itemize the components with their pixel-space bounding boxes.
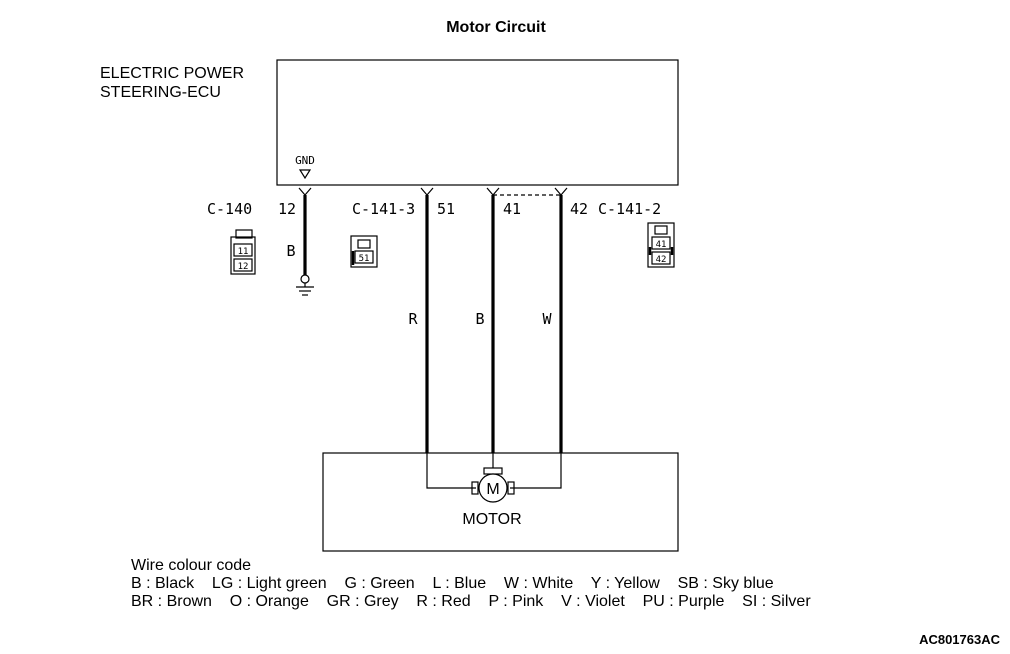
c140-pin-12: 12: [238, 262, 249, 272]
ground-symbol-icon: [296, 274, 314, 296]
wire-ground-colour-label: B: [286, 242, 295, 260]
motor-block: M MOTOR: [322, 452, 679, 552]
wire-51-colour-label: R: [408, 310, 418, 328]
connector-c140-icon: 11 12: [230, 229, 256, 275]
connector-c141-2-label: C-141-2: [598, 200, 661, 218]
connector-c140-label: C-140: [207, 200, 252, 218]
connector-c141-3-label: C-141-3: [352, 200, 415, 218]
motor-right-terminal: [507, 481, 515, 495]
pin-42-label: 42: [570, 200, 588, 218]
diagram-title: Motor Circuit: [446, 19, 546, 36]
legend-heading: Wire colour code: [131, 557, 251, 574]
wire-42-colour-label: W: [542, 310, 552, 328]
connector-c141-3-icon: 51: [350, 235, 378, 268]
motor-icon: [478, 473, 508, 503]
ecu-label-line2: STEERING-ECU: [100, 84, 221, 101]
c141-2-pin-41: 41: [656, 240, 667, 250]
wire-41-colour-label: B: [475, 310, 484, 328]
motor-lead-right: [510, 453, 562, 489]
ecu-label-line1: ELECTRIC POWER: [100, 65, 244, 82]
gnd-arrow-icon: [298, 169, 312, 180]
pin-51-label: 51: [437, 200, 455, 218]
motor-box: [322, 452, 679, 552]
pin-41-terminal-icon: [486, 187, 500, 196]
pin-41-label: 41: [503, 200, 521, 218]
pin-51-terminal-icon: [420, 187, 434, 196]
ecu-box: [276, 59, 679, 186]
legend-row-2: BR : Brown O : Orange GR : Grey R : Red …: [131, 593, 811, 610]
c140-pin-11: 11: [238, 247, 249, 257]
c141-3-pin-51: 51: [359, 254, 370, 264]
c141-2-pin-42: 42: [656, 255, 667, 265]
gnd-label: GND: [295, 154, 315, 167]
motor-symbol: M: [486, 481, 499, 498]
motor-lead-left: [426, 453, 476, 489]
wire-colour-legend: Wire colour code B : Black LG : Light gr…: [131, 557, 811, 610]
pin-42-terminal-icon: [554, 187, 568, 196]
pin-12-label: 12: [278, 200, 296, 218]
pin-12-terminal-icon: [298, 187, 312, 196]
motor-label: MOTOR: [462, 511, 521, 528]
motor-top-terminal: [483, 467, 503, 475]
connector-c141-2-icon: 41 42: [647, 222, 675, 268]
motor-left-terminal: [471, 481, 479, 495]
ecu-block: ELECTRIC POWER STEERING-ECU GND: [100, 59, 679, 186]
legend-row-1: B : Black LG : Light green G : Green L :…: [131, 575, 774, 592]
reference-code: AC801763AC: [919, 632, 1001, 647]
